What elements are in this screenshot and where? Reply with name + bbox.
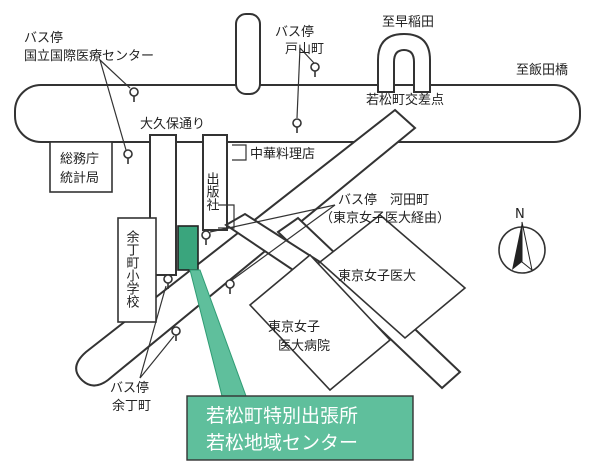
label-twmu-hospital-2: 医大病院: [278, 339, 330, 354]
facility-name-line1: 若松町特別出張所: [206, 405, 358, 427]
busstop-kawada-south-pin: [225, 279, 235, 294]
compass-needle-light: [521, 221, 533, 272]
label-busstop-toyama-1: バス停: [275, 24, 314, 40]
road-shuppansha: [202, 134, 228, 231]
label-to-iidabashi: 至飯田橋: [516, 63, 568, 78]
busstop-yocho-north-pin: [163, 274, 173, 289]
label-somucho-2: 統計局: [60, 170, 99, 186]
label-busstop-kawada-1: バス停 河田町: [338, 192, 429, 208]
busstop-yocho-pin: [171, 326, 181, 341]
road-north-toyama: [235, 13, 261, 95]
north-arrow: N: [498, 207, 546, 274]
facility-marker[interactable]: [177, 225, 199, 271]
busstop-okubo-south-pin: [123, 149, 133, 164]
twmu-hospital-building: [248, 253, 392, 392]
facility-name-box[interactable]: 若松町特別出張所 若松地域センター: [186, 395, 414, 461]
facility-name-line2: 若松地域センター: [206, 432, 358, 454]
label-wakamatsucho-crossing: 若松町交差点: [366, 92, 444, 108]
label-twmu: 東京女子医大: [338, 268, 416, 284]
label-chuka: 中華料理店: [250, 147, 315, 162]
label-to-waseda: 至早稲田: [382, 15, 434, 30]
twmu-building: [318, 213, 467, 340]
label-busstop-kokuritsu-1: バス停: [24, 30, 63, 46]
label-busstop-yocho-2: 余丁町: [112, 398, 151, 414]
label-busstop-kokuritsu-2: 国立国際医療センター: [24, 49, 154, 64]
busstop-kokuritsu-pin: [129, 87, 139, 102]
north-label: N: [515, 207, 525, 222]
label-somucho-1: 総務庁: [60, 152, 99, 167]
roads: [14, 13, 581, 390]
busstop-toyama-south-pin: [292, 118, 302, 133]
busstop-toyama-pin: [310, 62, 320, 77]
road-to-waseda: [377, 32, 431, 93]
bus-stops: [123, 62, 320, 341]
leader-lines: [99, 47, 336, 379]
label-busstop-yocho-1: バス停: [110, 380, 149, 396]
chuka-marker: [232, 144, 247, 161]
label-okubo-dori: 大久保通り: [140, 117, 205, 132]
label-twmu-hospital-1: 東京女子: [268, 319, 320, 335]
map-labels: バス停 国立国際医療センター バス停 戸山町 至早稲田 至飯田橋 若松町交差点 …: [24, 15, 568, 414]
road-diagonal-main: [75, 108, 417, 387]
compass-needle-dark: [512, 222, 522, 270]
somucho-building: [49, 141, 113, 193]
label-busstop-kawada-2: （東京女子医大経由）: [320, 210, 450, 226]
busstop-kawada-pin: [201, 230, 211, 245]
buildings: [49, 141, 467, 392]
label-yochomachi-school: 余丁町小学校: [124, 229, 140, 308]
label-shuppansha: 出版社: [204, 172, 220, 211]
yochomachi-school-building: [117, 217, 157, 323]
label-busstop-toyama-2: 戸山町: [285, 42, 324, 57]
